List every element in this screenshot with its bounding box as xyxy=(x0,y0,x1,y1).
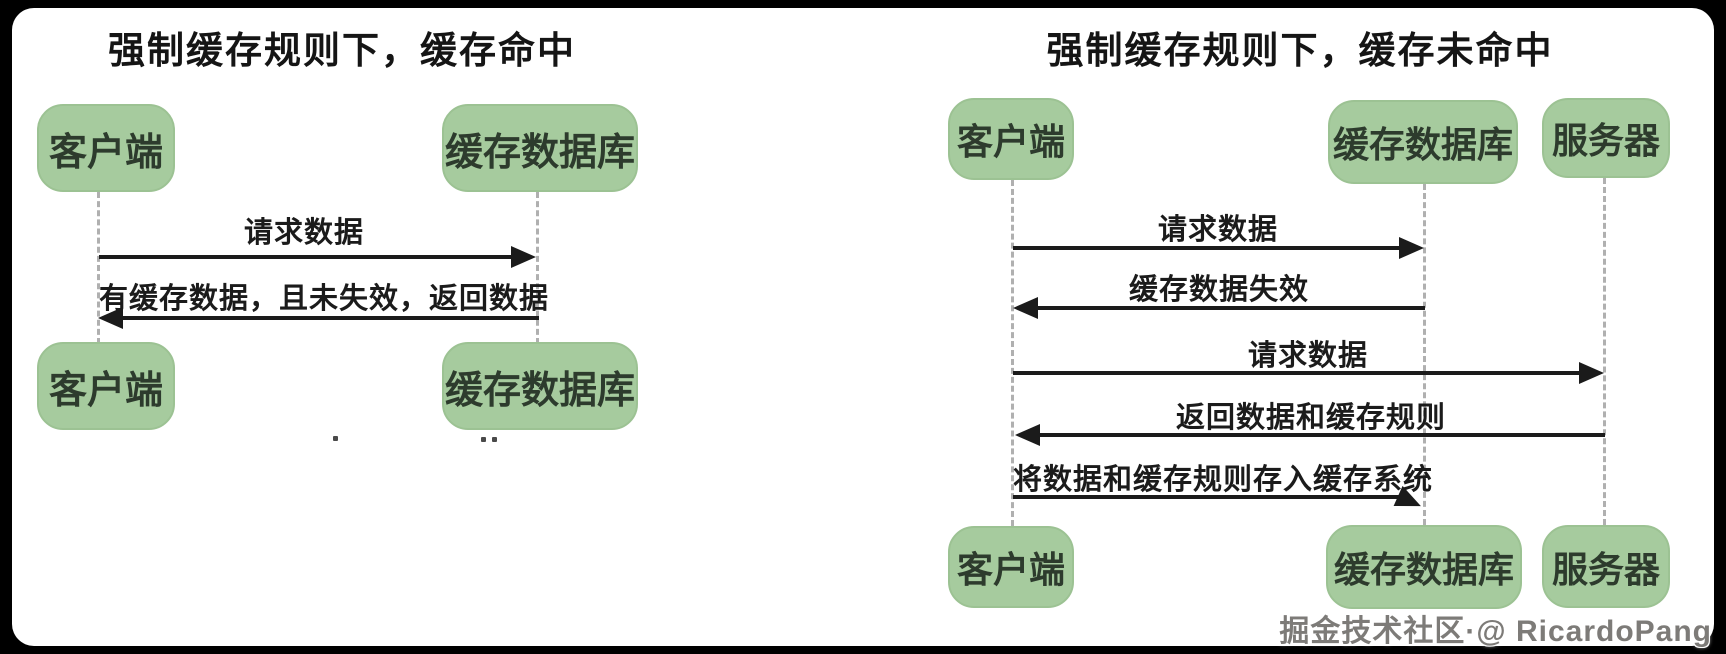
message-arrow-line xyxy=(1013,371,1581,375)
lifeline-client-right xyxy=(1011,180,1014,526)
lifeline-cachedb-left xyxy=(536,192,539,344)
actor-label: 客户端 xyxy=(48,369,163,412)
actor-cachedb-bottom-left: 缓存数据库 xyxy=(442,342,638,430)
diagram-canvas: 强制缓存规则下，缓存命中 客户端 缓存数据库 请求数据 有缓存数据，且未失效，返… xyxy=(12,8,1714,648)
arrowhead-right-icon xyxy=(1579,362,1604,384)
message-label: 请求数据 xyxy=(243,217,364,249)
actor-client-bottom-left: 客户端 xyxy=(37,342,175,430)
arrowhead-right-icon xyxy=(511,246,536,268)
message-arrow-line xyxy=(1037,306,1425,310)
actor-server-top-right: 服务器 xyxy=(1542,98,1670,178)
actor-label: 缓存数据库 xyxy=(1332,124,1513,165)
arrowhead-left-icon xyxy=(1013,297,1038,319)
actor-cachedb-top-right: 缓存数据库 xyxy=(1328,100,1518,184)
actor-cachedb-top-left: 缓存数据库 xyxy=(442,104,638,192)
actor-server-bottom-right: 服务器 xyxy=(1542,525,1670,608)
message-arrow-line xyxy=(123,316,539,320)
actor-label: 客户端 xyxy=(956,121,1065,162)
arrowhead-left-icon xyxy=(98,307,123,329)
stray-dot xyxy=(333,436,338,441)
message-arrow-line xyxy=(1013,495,1401,499)
message-arrow-line xyxy=(1013,246,1401,250)
watermark: 掘金技术社区·@ RicardoPang xyxy=(1279,615,1712,648)
message-label: 请求数据 xyxy=(1157,214,1278,246)
actor-client-bottom-right: 客户端 xyxy=(948,526,1074,608)
stray-dot xyxy=(492,437,497,442)
actor-label: 缓存数据库 xyxy=(444,369,635,412)
arrowhead-right-icon xyxy=(1399,237,1424,259)
actor-client-top-left: 客户端 xyxy=(37,104,175,192)
lifeline-server-right xyxy=(1603,178,1606,525)
lifeline-client-left xyxy=(97,192,100,344)
actor-label: 缓存数据库 xyxy=(444,131,635,174)
actor-label: 缓存数据库 xyxy=(1333,549,1514,590)
left-diagram-title: 强制缓存规则下，缓存命中 xyxy=(108,30,576,71)
message-label: 有缓存数据，且未失效，返回数据 xyxy=(99,283,550,315)
right-diagram-title: 强制缓存规则下，缓存未命中 xyxy=(1046,30,1554,71)
actor-label: 客户端 xyxy=(956,549,1065,590)
stray-dot xyxy=(481,437,486,442)
lifeline-cachedb-right xyxy=(1423,184,1426,525)
message-label: 请求数据 xyxy=(1247,340,1368,372)
actor-label: 客户端 xyxy=(48,131,163,174)
message-label: 缓存数据失效 xyxy=(1128,274,1309,306)
message-label: 将数据和缓存规则存入缓存系统 xyxy=(1013,464,1434,496)
actor-label: 服务器 xyxy=(1551,120,1660,161)
message-label: 返回数据和缓存规则 xyxy=(1175,402,1446,434)
actor-label: 服务器 xyxy=(1551,548,1660,590)
message-arrow-line xyxy=(99,255,511,259)
actor-client-top-right: 客户端 xyxy=(948,98,1074,180)
actor-cachedb-bottom-right: 缓存数据库 xyxy=(1326,525,1522,609)
message-arrow-line xyxy=(1039,433,1605,437)
arrowhead-left-icon xyxy=(1015,424,1040,446)
